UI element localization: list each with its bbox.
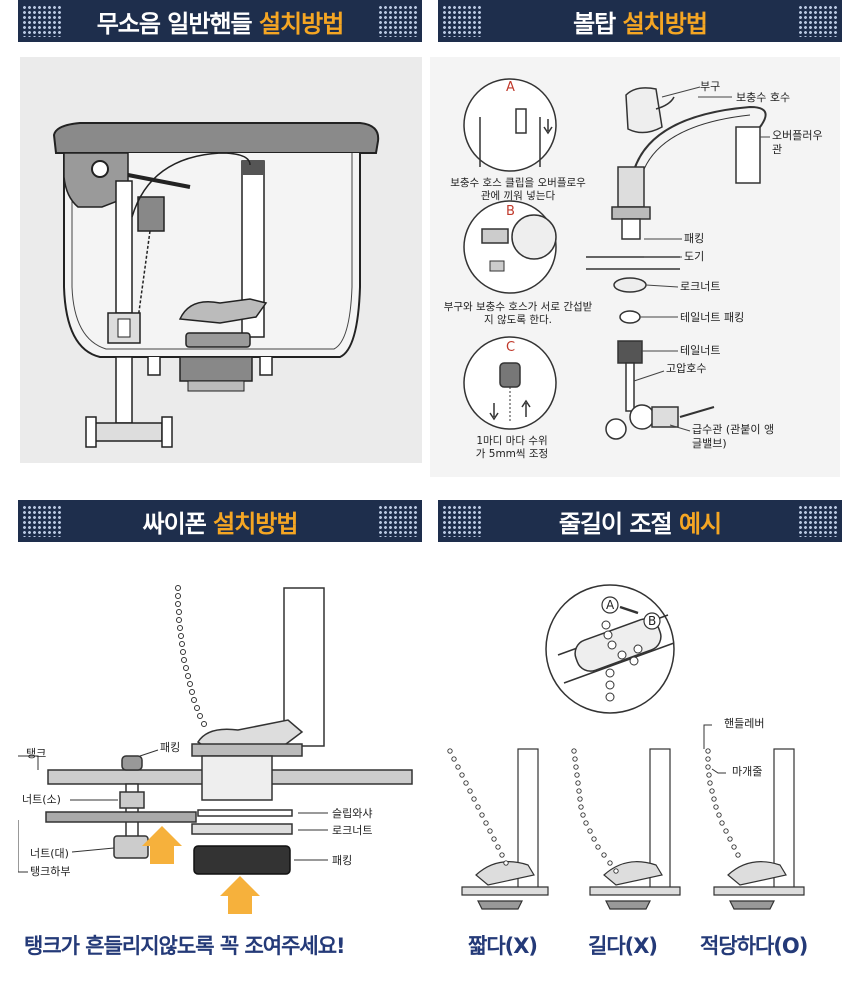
label-hp-hose: 고압호수 — [666, 362, 707, 375]
balltap-diagram: A 보충수 호스 클립을 오버플로우 관에 끼워 넣는다 B 부구와 보충수 호… — [430, 57, 840, 477]
result-right: 적당하다(O) — [700, 934, 808, 958]
label-nut-small: 너트(소) — [22, 793, 61, 806]
step-c-text: 1마디 마다 수위가 5mm씩 조정 — [475, 435, 549, 461]
tank-cross-section-illustration — [20, 57, 422, 463]
label-refill-hose: 보충수 호수 — [736, 91, 791, 104]
banner-siphon-install: 싸이폰 설치방법 — [18, 500, 422, 542]
label-tail-nut: 테일너트 — [680, 344, 721, 357]
marker-a: A — [606, 598, 615, 612]
banner-balltap-install: 볼탑 설치방법 — [438, 0, 842, 42]
banner-title: 볼탑 설치방법 — [573, 9, 708, 38]
label-packing: 패킹 — [684, 232, 705, 245]
label-chain: 마개줄 — [732, 765, 763, 778]
step-a-text: 보충수 호스 클립을 오버플로우 관에 끼워 넣는다 — [450, 177, 586, 203]
dot-pattern — [22, 5, 62, 37]
step-c-marker: C — [506, 340, 516, 355]
chain-length-diagram: A B 핸들레버 마개줄 — [438, 575, 842, 915]
banner-title: 싸이폰 설치방법 — [142, 509, 299, 538]
siphon-diagram: 탱크 패킹 너트(소) 너트(대) 탱크하부 슬립와샤 로크너트 패킹 — [18, 580, 422, 920]
label-tank: 탱크 — [26, 747, 47, 760]
label-packing-bottom: 패킹 — [332, 854, 353, 867]
banner-title: 무소음 일반핸들 설치방법 — [96, 9, 345, 38]
dot-pattern — [442, 505, 482, 537]
dot-pattern — [378, 505, 418, 537]
dot-pattern — [442, 5, 482, 37]
banner-title: 줄길이 조절 예시 — [558, 509, 722, 538]
label-handle-lever: 핸들레버 — [724, 717, 765, 730]
label-tank-bottom: 탱크하부 — [30, 865, 71, 878]
banner-chain-length: 줄길이 조절 예시 — [438, 500, 842, 542]
dot-pattern — [798, 5, 838, 37]
result-long: 길다(X) — [588, 934, 658, 958]
label-slip-washer: 슬립와샤 — [332, 807, 373, 820]
label-lock-nut: 로크너트 — [680, 280, 721, 293]
banner-handle-install: 무소음 일반핸들 설치방법 — [18, 0, 422, 42]
step-a-marker: A — [506, 80, 515, 95]
step-b-text: 부구와 보충수 호스가 서로 간섭받지 않도록 한다. — [443, 301, 593, 327]
dot-pattern — [378, 5, 418, 37]
step-b-marker: B — [506, 204, 515, 219]
label-float: 부구 — [700, 80, 721, 93]
label-overflow: 오버플러우 관 — [772, 129, 823, 156]
siphon-caption: 탱크가 흔들리지않도록 꼭 조여주세요! — [24, 934, 346, 958]
label-tail-nut-packing: 테일너트 패킹 — [680, 311, 745, 324]
result-short: 짧다(X) — [468, 934, 538, 958]
label-nut-large: 너트(대) — [30, 847, 69, 860]
dot-pattern — [798, 505, 838, 537]
label-supply-pipe: 급수관 (관붙이 앵글밸브) — [692, 423, 775, 450]
dot-pattern — [22, 505, 62, 537]
marker-b: B — [648, 614, 657, 628]
label-lock-nut: 로크너트 — [332, 824, 373, 837]
label-packing-top: 패킹 — [160, 741, 181, 754]
label-toilet: 도기 — [684, 250, 705, 263]
